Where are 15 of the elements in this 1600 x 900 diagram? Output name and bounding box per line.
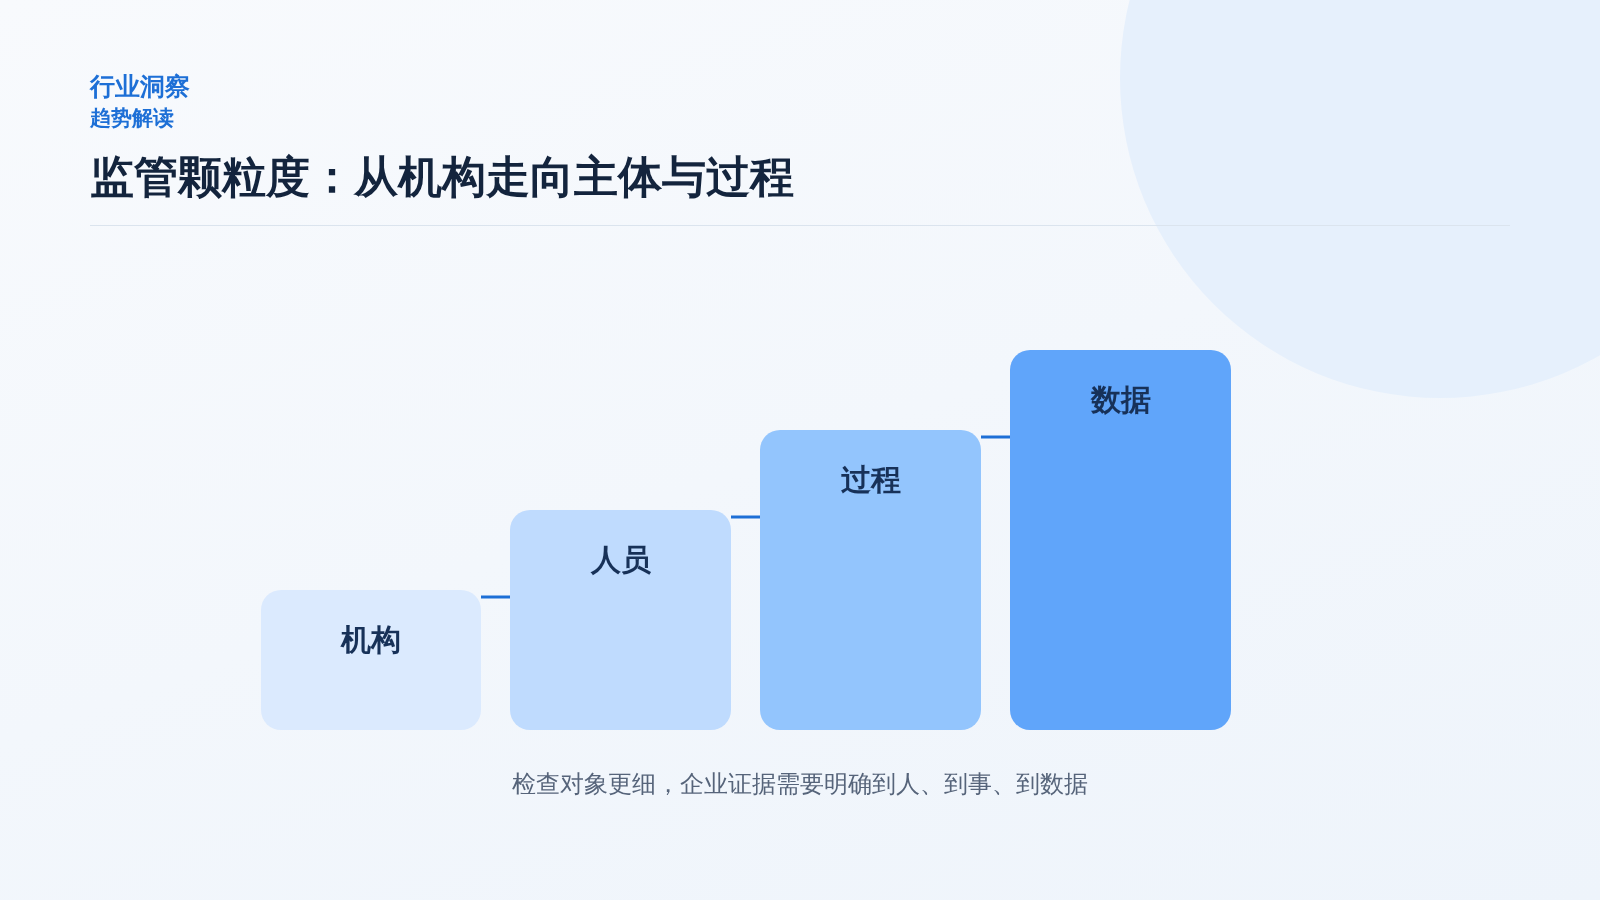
connector-line [481,595,510,599]
section-label: 行业洞察 [90,71,190,103]
caption: 检查对象更细，企业证据需要明确到人、到事、到数据 [511,769,1089,800]
step-box [760,430,981,730]
step-box [1010,350,1231,730]
step-label: 机构 [339,621,402,659]
step-box [510,510,731,730]
step-label: 过程 [839,461,902,499]
step-box [261,590,481,730]
step-label: 数据 [1089,381,1152,419]
subtitle-label: 趋势解读 [90,105,174,132]
connector-line [731,515,760,519]
connector-line [981,435,1010,439]
title: 监管颗粒度：从机构走向主体与过程 [90,150,794,204]
step-label: 人员 [589,541,652,579]
